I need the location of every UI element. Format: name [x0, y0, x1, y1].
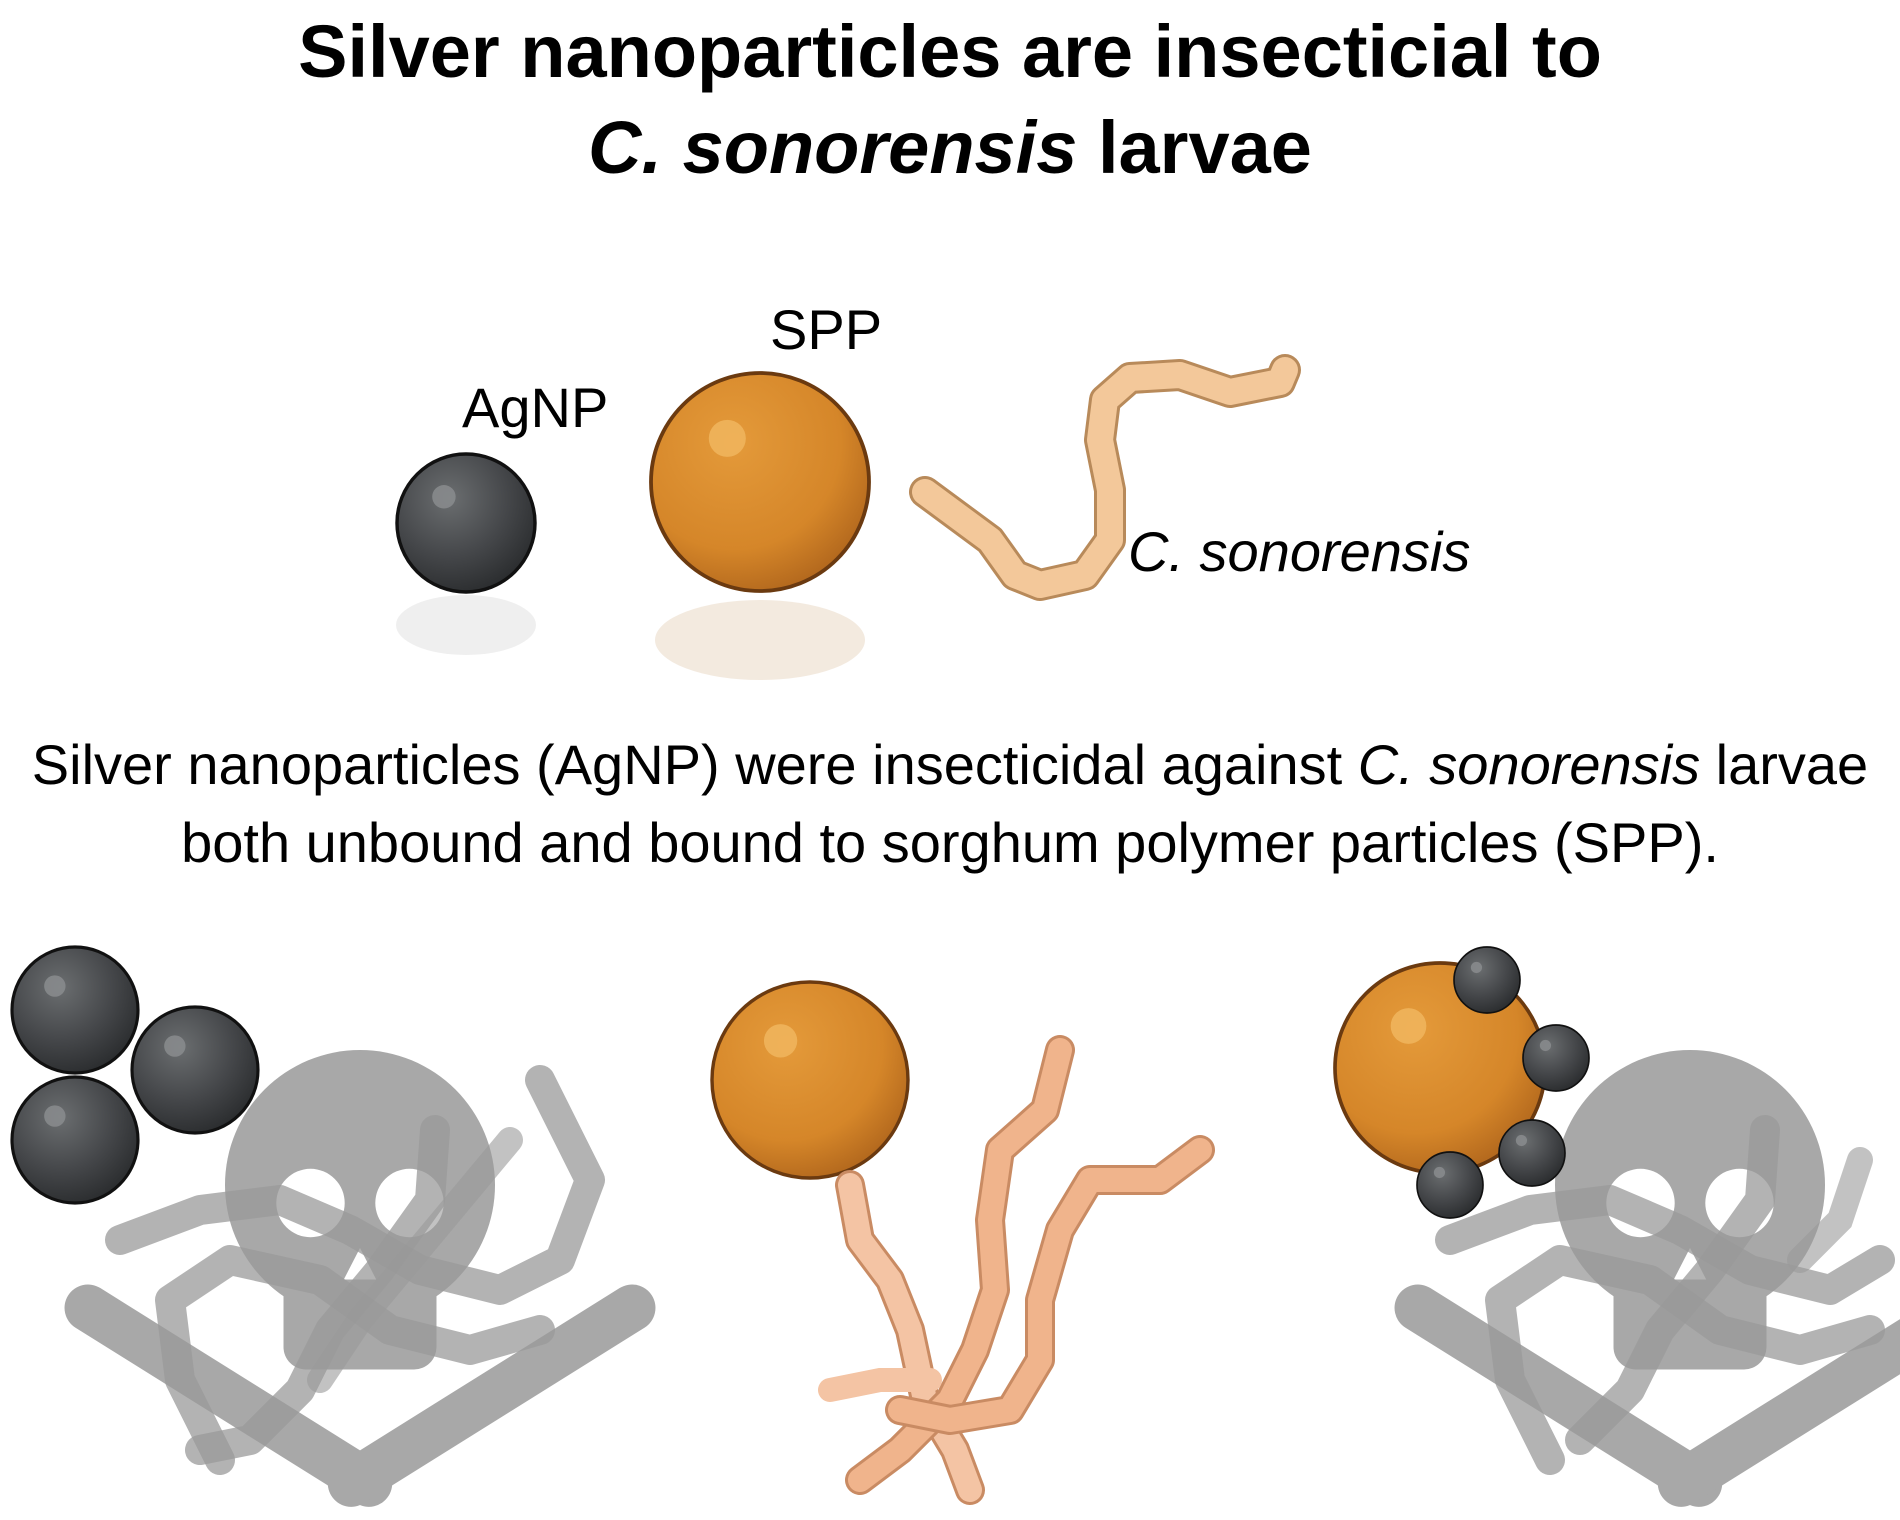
panel-agnp-unbound: [12, 947, 665, 1516]
agnp-particle: [397, 454, 535, 592]
spp-reflection: [655, 600, 865, 680]
spp-particle: [651, 373, 869, 591]
title-line-1: Silver nanoparticles are insecticial to: [298, 10, 1602, 93]
agnp-cluster: [12, 947, 258, 1203]
title-species: C. sonorensis: [588, 106, 1078, 189]
caption-part-1: Silver nanoparticles (AgNP) were insecti…: [31, 733, 1358, 796]
spp-label: SPP: [770, 298, 883, 361]
larva-label: C. sonorensis: [1128, 520, 1471, 583]
caption: Silver nanoparticles (AgNP) were insecti…: [20, 726, 1880, 882]
title-line-2-rest: larvae: [1077, 106, 1312, 189]
agnp-label: AgNP: [462, 376, 609, 439]
agnp-reflection: [396, 595, 536, 655]
caption-species: C. sonorensis: [1357, 733, 1701, 796]
panel-spp-alone: [712, 982, 1215, 1505]
larva-legend-body: [912, 357, 1298, 598]
caption-part-2: larvae both unbound and bound to sorghum…: [181, 733, 1869, 874]
panel-agnp-bound-spp: [1335, 947, 1900, 1516]
figure-title: Silver nanoparticles are insecticial to …: [0, 4, 1900, 196]
